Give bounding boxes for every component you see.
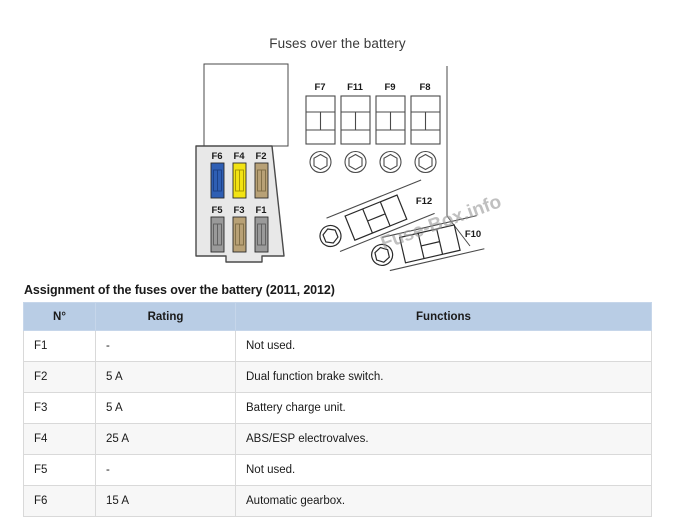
fuse-f2 xyxy=(254,162,269,199)
fuse-label-f3: F3 xyxy=(233,205,244,216)
cell-fuse-number: F5 xyxy=(23,454,96,486)
fuse-label-f4: F4 xyxy=(233,151,245,162)
cell-fuse-number: F2 xyxy=(23,361,96,393)
fuse-label-f10: F10 xyxy=(465,229,481,240)
cell-fuse-number: F3 xyxy=(23,392,96,424)
fuse-label-f6: F6 xyxy=(211,151,222,162)
cell-rating: - xyxy=(95,454,236,486)
diagram-title: Fuses over the battery xyxy=(269,36,406,51)
fuse-label-f2: F2 xyxy=(255,151,266,162)
fuse-label-f12: F12 xyxy=(416,196,432,207)
fuse-holder-f8 xyxy=(410,95,441,174)
fuse-f1 xyxy=(254,216,269,253)
fuse-holder-f12 xyxy=(319,179,435,253)
right-panel-edge xyxy=(446,66,471,247)
fuse-f5 xyxy=(210,216,225,253)
cell-function: ABS/ESP electrovalves. xyxy=(235,423,652,455)
column-header-rating: Rating xyxy=(95,302,236,331)
cell-rating: - xyxy=(95,330,236,362)
table-row: F3 5 A Battery charge unit. xyxy=(23,392,652,424)
table-header-row: N° Rating Functions xyxy=(23,302,652,331)
fuse-holder-f11 xyxy=(340,95,371,174)
table-row: F6 15 A Automatic gearbox. xyxy=(23,485,652,517)
fuse-assignment-table: N° Rating Functions F1 - Not used. F2 5 … xyxy=(23,302,652,517)
table-row: F2 5 A Dual function brake switch. xyxy=(23,361,652,393)
fuse-label-f5: F5 xyxy=(211,205,223,216)
table-row: F4 25 A ABS/ESP electrovalves. xyxy=(23,423,652,455)
fuse-f4 xyxy=(232,162,247,199)
fuse-holder-f10 xyxy=(371,215,485,272)
fuse-label-f8: F8 xyxy=(419,82,430,93)
cell-function: Not used. xyxy=(235,330,652,362)
fuse-diagram-area: Fuses over the battery F6 F4 F2 xyxy=(195,36,504,272)
table-row: F1 - Not used. xyxy=(23,330,652,362)
cell-rating: 15 A xyxy=(95,485,236,517)
cell-function: Battery charge unit. xyxy=(235,392,652,424)
column-header-functions: Functions xyxy=(235,302,652,331)
table-row: F5 - Not used. xyxy=(23,454,652,486)
cell-function: Not used. xyxy=(235,454,652,486)
column-header-number: N° xyxy=(23,302,96,331)
fuse-holder-f7 xyxy=(305,95,336,174)
table-body: F1 - Not used. F2 5 A Dual function brak… xyxy=(23,330,652,517)
fuse-label-f1: F1 xyxy=(255,205,267,216)
cell-function: Automatic gearbox. xyxy=(235,485,652,517)
fusebox-illustration: F6 F4 F2 F5 F3 F1 xyxy=(195,63,504,272)
fuse-f6 xyxy=(210,162,225,199)
cell-rating: 25 A xyxy=(95,423,236,455)
battery-cover-outline xyxy=(203,63,289,147)
cell-rating: 5 A xyxy=(95,392,236,424)
cell-fuse-number: F1 xyxy=(23,330,96,362)
fuse-f3 xyxy=(232,216,247,253)
cell-rating: 5 A xyxy=(95,361,236,393)
fuse-label-f7: F7 xyxy=(314,82,325,93)
fuse-holder-f9 xyxy=(375,95,406,174)
fuse-label-f11: F11 xyxy=(347,82,364,93)
table-caption: Assignment of the fuses over the battery… xyxy=(24,283,335,297)
fuse-assignment-section: Assignment of the fuses over the battery… xyxy=(23,283,652,517)
cell-fuse-number: F6 xyxy=(23,485,96,517)
cell-fuse-number: F4 xyxy=(23,423,96,455)
fuse-label-f9: F9 xyxy=(384,82,395,93)
cell-function: Dual function brake switch. xyxy=(235,361,652,393)
